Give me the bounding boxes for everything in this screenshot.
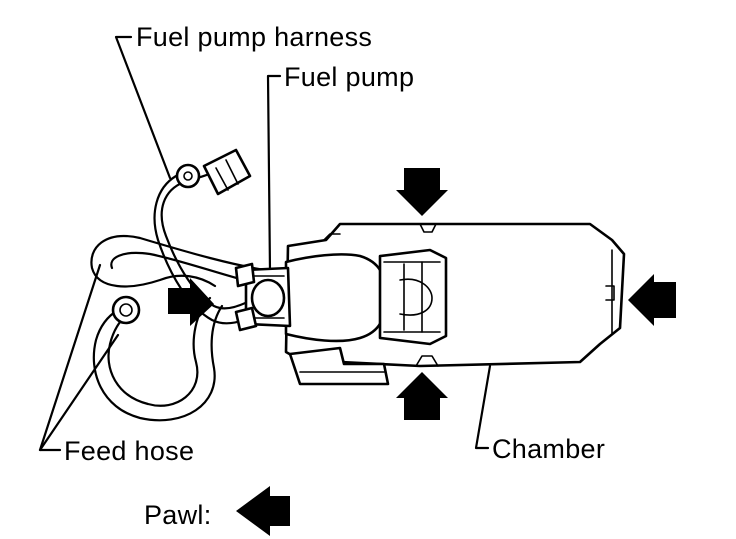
pawl-markers — [168, 168, 676, 536]
leader-harness — [114, 35, 172, 180]
leader-feed-hose-b — [38, 333, 120, 452]
pawl-arrow-top — [396, 168, 448, 216]
label-fuel-pump-harness: Fuel pump harness — [136, 22, 372, 52]
label-pawl: Pawl: — [144, 500, 212, 530]
leader-lines — [38, 35, 492, 452]
label-fuel-pump: Fuel pump — [284, 62, 414, 92]
pawl-legend-arrow — [236, 486, 290, 536]
pawl-arrow-bottom — [396, 372, 448, 420]
leader-feed-hose-a — [38, 263, 102, 452]
pawl-arrow-left — [168, 278, 214, 326]
fuel-pump — [234, 248, 448, 386]
leader-chamber — [474, 364, 492, 450]
harness-connector — [202, 148, 252, 196]
label-chamber: Chamber — [492, 434, 605, 464]
pawl-arrow-right — [628, 274, 676, 326]
label-feed-hose: Feed hose — [64, 436, 194, 466]
leader-fuel-pump — [266, 74, 282, 274]
ring-terminal — [175, 163, 201, 189]
hose-fitting — [111, 295, 141, 325]
